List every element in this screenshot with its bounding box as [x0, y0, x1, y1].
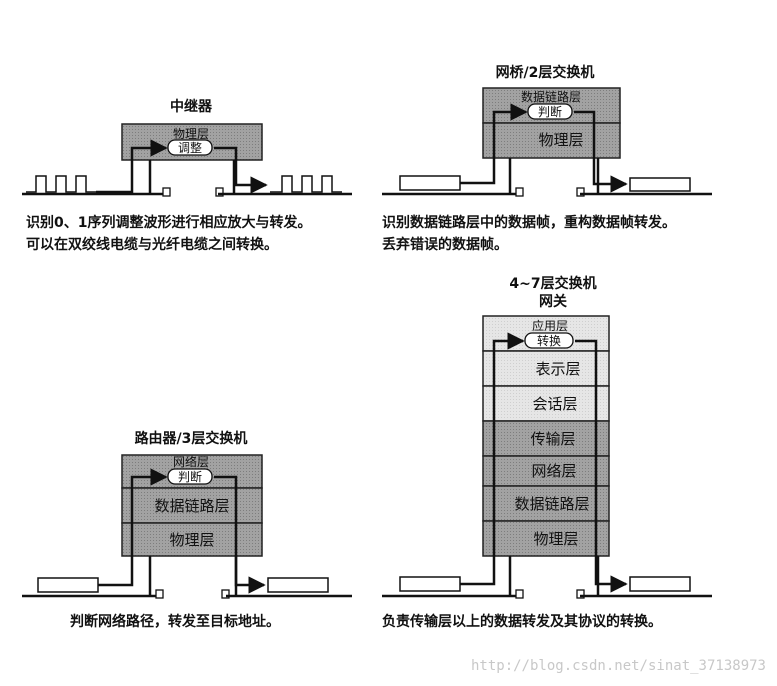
- gateway-flow-in: [460, 332, 525, 586]
- router-flow-in: [98, 468, 168, 587]
- gateway-port-left: [515, 589, 524, 599]
- repeater-flow-in: [96, 139, 168, 194]
- repeater-flow-out: [214, 146, 268, 194]
- router-title: 路由器/3层交换机: [135, 430, 248, 447]
- watermark: http://blog.csdn.net/sinat_37138973: [471, 658, 766, 674]
- gateway-presentation-box: [482, 350, 610, 387]
- gateway-data-out: [629, 576, 691, 592]
- bridge-panel: 网桥/2层交换机 数据链路层 判断 物理层 识别数据链路层中的数据帧，重构数据帧…: [382, 64, 712, 253]
- router-packet-in: [37, 577, 99, 593]
- gateway-data-in: [399, 576, 461, 592]
- gateway-flow-out: [575, 339, 628, 593]
- gateway-physical-box: [482, 520, 610, 557]
- router-pill-label: 判断: [178, 469, 202, 484]
- router-panel: 路由器/3层交换机 网络层 判断 数据链路层 物理层 判断网络路径，转发至目标地…: [22, 430, 352, 630]
- gateway-title-2: 网关: [539, 293, 567, 310]
- bridge-layer-datalink: 数据链路层: [521, 89, 581, 104]
- gateway-panel: 4~7层交换机 网关 应用层 转换 表示层 会话层 传输层 网络层 数据链路层 …: [382, 275, 712, 630]
- repeater-caption-1: 识别0、1序列调整波形进行相应放大与转发。: [26, 214, 311, 231]
- bridge-flow-in: [460, 103, 528, 185]
- bridge-layer-physical: 物理层: [538, 131, 583, 149]
- router-physical-box: [121, 522, 263, 557]
- gateway-layer-session: 会话层: [532, 395, 577, 413]
- repeater-panel: 中继器 物理层 调整 识别0、1序列调整波形进行相应放大与转发。 可以在双绞线电…: [22, 98, 352, 253]
- bridge-port-right: [576, 187, 585, 197]
- bridge-physical-box: [482, 122, 621, 159]
- gateway-caption: 负责传输层以上的数据转发及其协议的转换。: [382, 613, 662, 630]
- bridge-caption-2: 丢弃错误的数据帧。: [382, 236, 508, 253]
- bridge-port-left: [515, 187, 524, 197]
- router-layer-datalink: 数据链路层: [154, 497, 229, 515]
- repeater-caption-2: 可以在双绞线电缆与光纤电缆之间转换。: [26, 236, 278, 253]
- repeater-pill: [167, 139, 213, 156]
- router-datalink-box: [121, 487, 263, 524]
- gateway-session-box: [482, 385, 610, 422]
- router-pill: [167, 468, 213, 485]
- gateway-layer-application: 应用层: [532, 318, 568, 333]
- repeater-signal-in: [26, 175, 96, 193]
- repeater-title: 中继器: [170, 98, 213, 115]
- router-packet-out: [267, 577, 329, 593]
- router-caption: 判断网络路径，转发至目标地址。: [70, 613, 280, 630]
- bridge-flow-out: [574, 110, 628, 193]
- gateway-layer-transport: 传输层: [530, 430, 575, 448]
- gateway-datalink-box: [482, 485, 610, 522]
- repeater-layer-physical: 物理层: [173, 127, 209, 141]
- bridge-pill-label: 判断: [538, 104, 562, 119]
- gateway-network-box: [482, 455, 610, 487]
- router-flow-out: [214, 475, 266, 594]
- bridge-caption-1: 识别数据链路层中的数据帧，重构数据帧转发。: [382, 214, 676, 231]
- gateway-title-1: 4~7层交换机: [509, 275, 596, 292]
- repeater-signal-out: [270, 175, 342, 193]
- router-layer-physical: 物理层: [169, 531, 214, 549]
- gateway-layer-network: 网络层: [531, 462, 576, 480]
- bridge-frame-out: [629, 177, 691, 192]
- gateway-pill-label: 转换: [537, 333, 561, 348]
- bridge-pill: [527, 103, 573, 120]
- repeater-port-right: [215, 187, 224, 197]
- gateway-pill: [524, 332, 574, 349]
- bridge-title: 网桥/2层交换机: [496, 64, 595, 81]
- repeater-pill-label: 调整: [178, 140, 202, 155]
- bridge-frame-in: [399, 175, 461, 191]
- gateway-layer-datalink: 数据链路层: [514, 495, 589, 513]
- router-port-right: [221, 589, 230, 599]
- gateway-layer-physical: 物理层: [533, 530, 578, 548]
- gateway-layer-presentation: 表示层: [535, 360, 580, 378]
- repeater-port-left: [162, 187, 171, 197]
- gateway-transport-box: [482, 420, 610, 457]
- router-port-left: [155, 589, 164, 599]
- gateway-port-right: [576, 589, 585, 599]
- router-layer-network: 网络层: [173, 454, 209, 469]
